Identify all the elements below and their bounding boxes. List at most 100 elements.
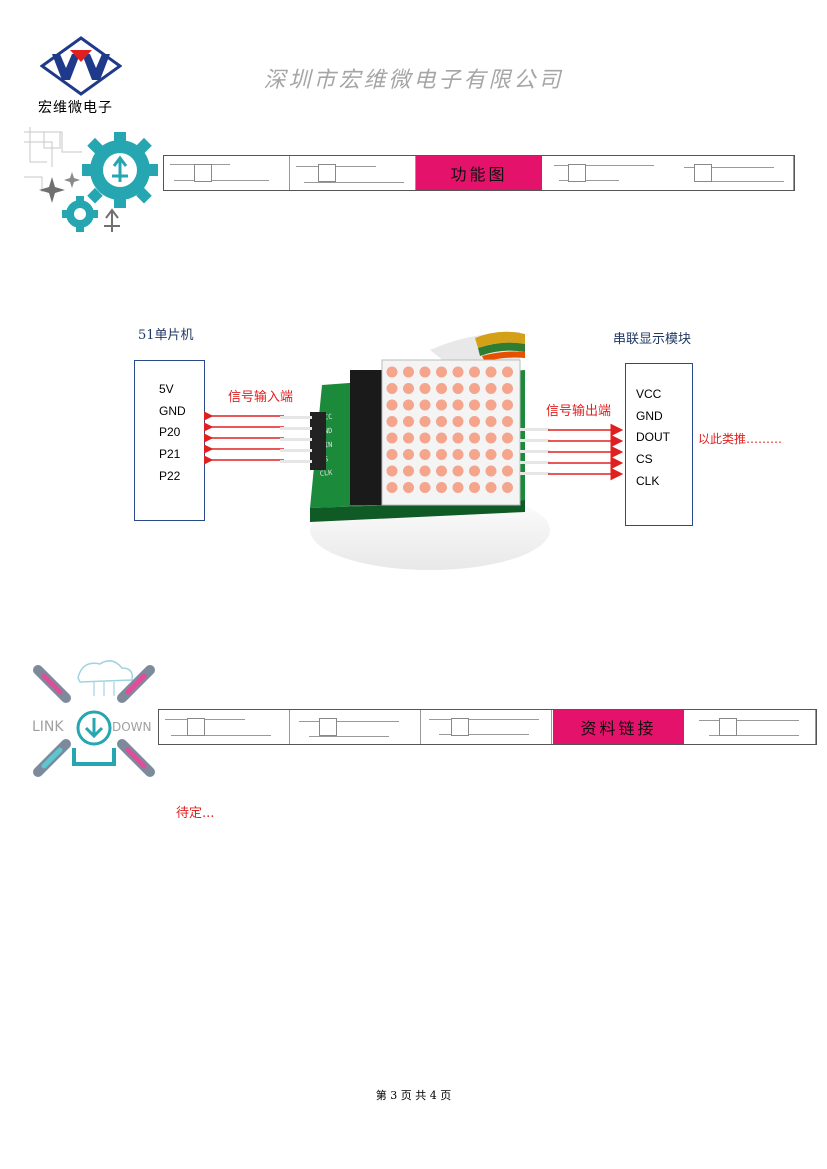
led-dot bbox=[469, 399, 480, 411]
company-logo bbox=[39, 36, 123, 96]
led-dot bbox=[419, 449, 431, 460]
output-arrows bbox=[546, 422, 626, 482]
mcu-pin: 5V bbox=[159, 382, 174, 396]
led-dot bbox=[403, 399, 414, 411]
led-dot bbox=[419, 465, 431, 477]
led-dot bbox=[386, 449, 398, 460]
led-dot bbox=[403, 465, 414, 477]
mcu-pin: P21 bbox=[159, 447, 181, 462]
module-pin: DOUT bbox=[636, 430, 670, 445]
module-pin: GND bbox=[636, 408, 663, 423]
led-dot bbox=[436, 416, 447, 427]
led-dot bbox=[436, 399, 447, 411]
led-dot bbox=[452, 432, 464, 444]
led-dot bbox=[469, 482, 480, 493]
led-dot bbox=[386, 383, 398, 394]
led-dot bbox=[419, 432, 431, 444]
led-dot bbox=[436, 449, 447, 460]
led-dot bbox=[469, 465, 480, 477]
module-pin: CLK bbox=[636, 473, 660, 488]
led-dot bbox=[469, 449, 480, 460]
led-dot bbox=[403, 482, 414, 493]
led-dot bbox=[386, 399, 398, 411]
section-title-bar: 功能图 bbox=[163, 155, 795, 191]
svg-text:DIN: DIN bbox=[319, 441, 332, 450]
section-title-bar: 资料链接 bbox=[158, 709, 817, 745]
led-dot bbox=[502, 383, 513, 394]
led-dot bbox=[436, 366, 447, 378]
led-dot bbox=[469, 383, 480, 394]
led-dot bbox=[485, 449, 497, 460]
led-dot bbox=[469, 366, 480, 378]
led-dot bbox=[502, 432, 513, 444]
led-dot bbox=[386, 432, 398, 444]
section-title: 功能图 bbox=[416, 156, 542, 190]
led-dot bbox=[419, 482, 431, 493]
led-dot bbox=[386, 366, 398, 378]
down-word: DOWN bbox=[112, 720, 152, 734]
led-dot bbox=[452, 416, 464, 427]
led-dot bbox=[485, 399, 497, 411]
led-dot bbox=[403, 432, 414, 444]
led-dot bbox=[452, 399, 464, 411]
page-footer: 第 3 页 共 4 页 bbox=[375, 1089, 452, 1102]
led-dot bbox=[485, 432, 497, 444]
module-pin: CS bbox=[636, 452, 653, 467]
led-dot bbox=[502, 449, 513, 460]
led-dot bbox=[452, 465, 464, 477]
svg-text:GND: GND bbox=[319, 427, 332, 436]
led-dot bbox=[485, 465, 497, 477]
led-dot bbox=[452, 482, 464, 493]
led-dot bbox=[436, 432, 447, 444]
led-dot bbox=[469, 432, 480, 444]
section-title: 资料链接 bbox=[553, 710, 684, 744]
mcu-pin-list: 5V GND P20 P21 P22 bbox=[159, 379, 186, 488]
led-dot bbox=[485, 366, 497, 378]
mcu-pin: GND bbox=[159, 403, 186, 418]
led-dot bbox=[485, 416, 497, 427]
led-dot bbox=[485, 482, 497, 493]
module-pin: VCC bbox=[636, 387, 662, 401]
pending-text: 待定... bbox=[176, 806, 215, 821]
mcu-box: 5V GND P20 P21 P22 bbox=[134, 360, 205, 521]
module-pin-list: VCC GND DOUT CS CLK bbox=[636, 384, 670, 493]
mcu-title: 51单片机 bbox=[138, 328, 194, 343]
led-dot bbox=[502, 465, 513, 477]
mcu-pin: P22 bbox=[159, 468, 181, 483]
svg-text:CLK: CLK bbox=[319, 469, 333, 478]
mcu-pin: P20 bbox=[159, 425, 181, 440]
led-dot bbox=[403, 366, 414, 378]
input-arrows bbox=[200, 408, 286, 468]
led-dot bbox=[386, 482, 398, 493]
link-download-icon: LINK DOWN bbox=[30, 656, 158, 786]
module-box: VCC GND DOUT CS CLK bbox=[625, 363, 693, 526]
link-word: LINK bbox=[32, 719, 64, 735]
led-dot bbox=[419, 416, 431, 427]
input-label: 信号输入端 bbox=[228, 390, 294, 405]
output-label: 信号输出端 bbox=[546, 404, 612, 419]
led-dot bbox=[403, 383, 414, 394]
led-dot bbox=[502, 482, 513, 493]
led-dot bbox=[419, 399, 431, 411]
led-dot bbox=[419, 383, 431, 394]
led-matrix-module-image: VCC GND DIN CS CLK bbox=[280, 330, 550, 575]
module-title: 串联显示模块 bbox=[613, 332, 692, 347]
led-dot bbox=[403, 416, 414, 427]
led-dot bbox=[452, 366, 464, 378]
led-dot bbox=[386, 465, 398, 477]
gear-decoration-icon bbox=[22, 122, 162, 247]
led-dot bbox=[452, 449, 464, 460]
led-dot bbox=[502, 416, 513, 427]
led-dot bbox=[436, 482, 447, 493]
led-dot bbox=[452, 383, 464, 394]
led-dot bbox=[403, 449, 414, 460]
etc-label: 以此类推……… bbox=[698, 432, 783, 446]
led-dot bbox=[386, 416, 398, 427]
led-dot bbox=[436, 383, 447, 394]
led-dot bbox=[419, 366, 431, 378]
logo-text: 宏维微电子 bbox=[38, 100, 113, 116]
led-dot bbox=[469, 416, 480, 427]
company-name: 深圳市宏维微电子有限公司 bbox=[263, 68, 564, 93]
led-dot bbox=[485, 383, 497, 394]
svg-text:VCC: VCC bbox=[319, 413, 332, 422]
